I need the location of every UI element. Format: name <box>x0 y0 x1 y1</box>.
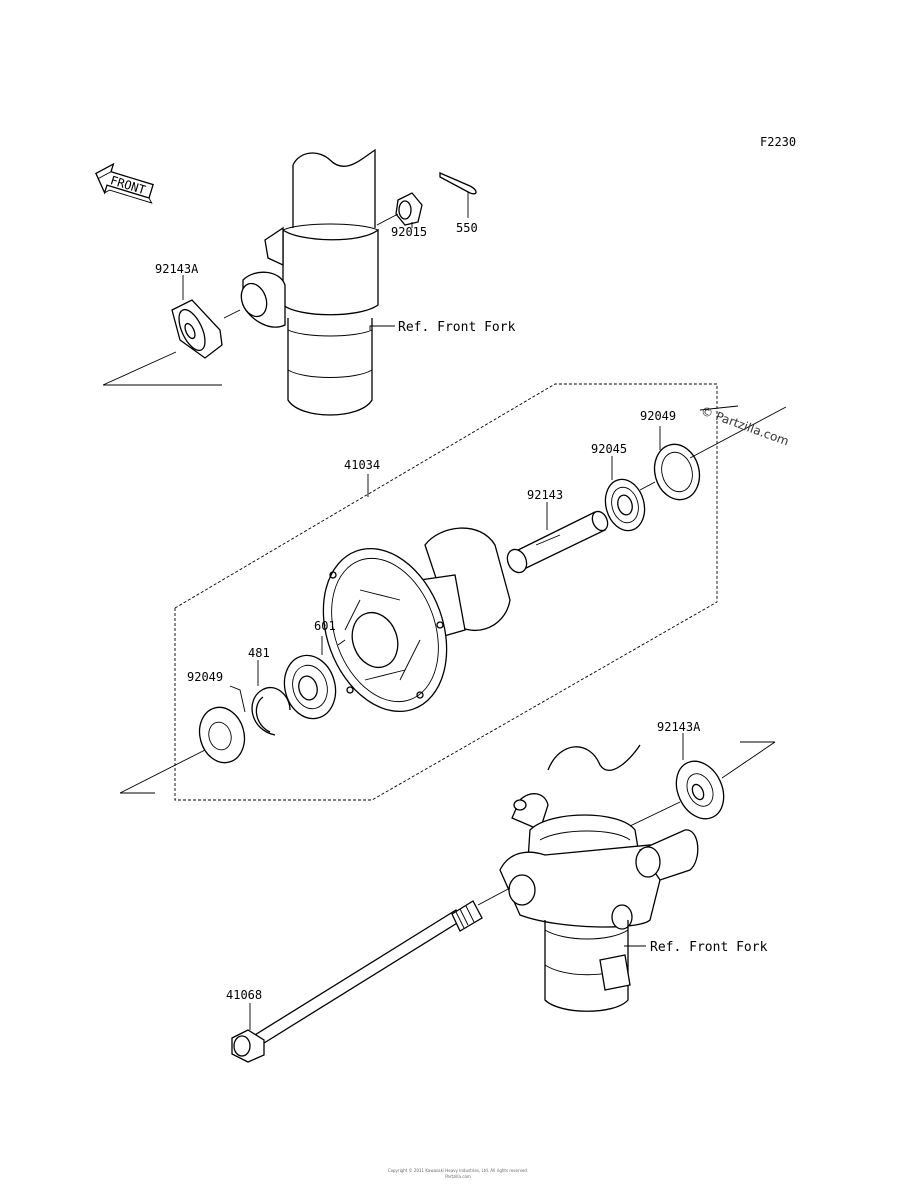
footer-line-1: Copyright © 2011 Kawasaki Heavy Industri… <box>388 1168 528 1173</box>
ref-front-fork-top: Ref. Front Fork <box>398 320 516 335</box>
label-92049-right: 92049 <box>640 409 676 423</box>
hub-assembly-box <box>174 383 718 609</box>
label-92143A-top: 92143A <box>155 262 199 276</box>
leader-lines <box>182 192 684 1030</box>
part-550-cotter-pin <box>439 172 477 195</box>
axle-centerline <box>102 213 787 794</box>
part-601-bearing <box>283 654 337 720</box>
part-92049-right-seal <box>653 443 701 501</box>
figure-code: F2230 <box>760 135 796 149</box>
part-92143A-top-collar <box>171 299 223 359</box>
label-550: 550 <box>456 221 478 235</box>
part-92143A-bottom-collar <box>675 760 725 820</box>
label-92015: 92015 <box>391 225 427 239</box>
label-481: 481 <box>248 646 270 660</box>
label-41034: 41034 <box>344 458 380 472</box>
part-92143-collar <box>506 510 609 574</box>
footer-line-2: Partzilla.com <box>445 1174 471 1179</box>
label-601: 601 <box>314 619 336 633</box>
label-92049-left: 92049 <box>187 670 223 684</box>
front-fork-top <box>240 148 379 416</box>
part-481-circlip <box>251 686 291 736</box>
front-arrow-icon: FRONT <box>95 162 154 204</box>
watermark: © Partzilla.com <box>699 404 791 449</box>
part-92045-bearing <box>604 478 646 532</box>
ref-front-fork-bottom: Ref. Front Fork <box>650 940 768 955</box>
part-92049-left-seal <box>198 706 246 764</box>
label-41068: 41068 <box>226 988 262 1002</box>
part-601-hub <box>322 527 511 713</box>
front-fork-bottom <box>499 744 699 1012</box>
part-41068-axle <box>231 900 483 1063</box>
label-92143: 92143 <box>527 488 563 502</box>
label-92143A-bottom: 92143A <box>657 720 701 734</box>
part-92015-spacer <box>395 192 423 226</box>
label-92045: 92045 <box>591 442 627 456</box>
